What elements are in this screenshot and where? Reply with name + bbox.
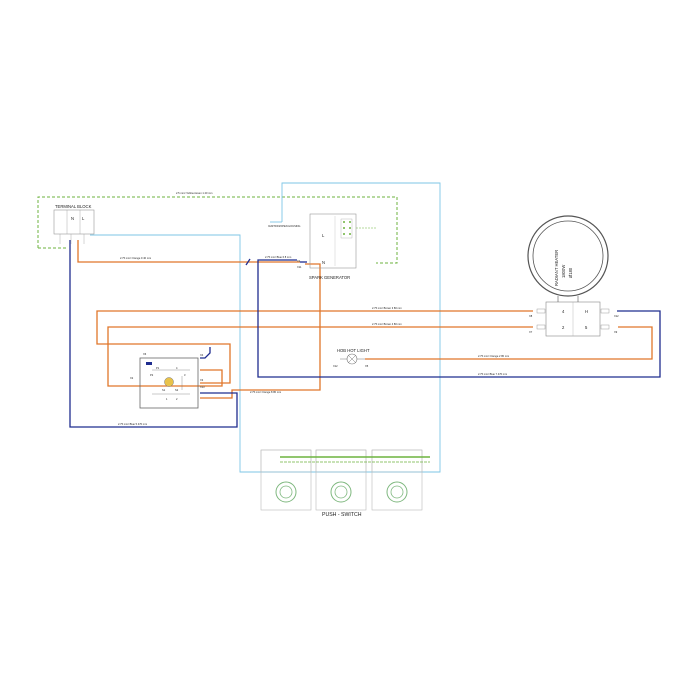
terminal-block-title: TERMINAL BLOCK [55,204,92,209]
spark-generator-title: SPARK GENERATOR [309,275,350,280]
heater-size: Ø180 [568,267,573,278]
label-w9: 2.75 mm² Orange 9 40 mm [120,256,151,260]
radiant-heater [527,215,610,337]
energy-regulator [139,357,199,409]
light-blue-wires [90,182,441,473]
reg-2-label: 2 [176,397,178,401]
push-switch-3[interactable] [371,449,423,511]
label-w3: 2.75 mm² Brown 3 80 mm [372,306,402,310]
reg-1-label: 1 [166,397,168,401]
hob-hot-light-title: HOB HOT LIGHT [337,348,370,353]
spark-n-label: N [322,260,325,265]
reg-p2-label: P2 [150,373,154,377]
heater-power: 1800W [561,265,566,278]
blue-wires [69,240,661,428]
reg-s1-label: S1 [162,388,166,392]
label-w2: 2.75 mm² Orange 2 80 mm [478,354,509,358]
label-w5: 2.75 mm² Blue 5 470 mm [118,422,147,426]
reg-x2-label: X2 [130,376,134,380]
hob-x5-label: X5 [365,364,369,368]
heater-x12: X12 [614,314,619,318]
spark-l-label: L [322,233,325,238]
reg-p1-label: P1 [156,366,160,370]
label-w6: 2.75 mm² Blue 6 8 mm [265,255,291,259]
label-w7: 2.75 mm² Blue 7 470 mm [478,372,507,376]
label-w4: 2.75 mm² Brown 4 80 mm [372,322,402,326]
terminal-n-label: N [71,216,74,221]
label-earth: 2.5 mm² Yellow-Green 1 40 mm [176,191,212,195]
push-switch-group [260,449,430,511]
spark-x11-label: X11 [297,265,302,269]
heater-x8: X8 [529,314,533,318]
push-switch-title: PUSH - SWITCH [322,512,362,518]
terminal-block [53,209,95,244]
spark-generator [309,213,376,269]
push-switch-2[interactable] [315,449,367,511]
reg-x4-label: X4 [200,353,204,357]
reg-x13-label: X13 [200,385,205,389]
spark-x2-label: X2 [297,259,301,263]
label-ignition: IGNITION/OPEN HOUSING [268,224,300,228]
label-w8: 2.75 mm² Orange 8 80 mm [250,390,281,394]
heater-t5: 5 [585,325,588,330]
heater-x9: X9 [614,330,618,334]
push-switch-1[interactable] [260,449,312,511]
orange-wires [77,240,653,399]
reg-3-label: 3 [184,373,186,377]
earth-wires [37,196,398,264]
heater-t4: 4 [562,309,565,314]
reg-x6-label: X6 [143,352,147,356]
reg-x3-label: X3 [200,378,204,382]
heater-title: RADIANT HEATER [554,250,559,286]
reg-s2-label: S2 [175,388,179,392]
hob-x12-label: X12 [333,364,338,368]
heater-x7: X7 [529,330,533,334]
terminal-l-label: L [82,216,85,221]
heater-th: H [585,309,588,314]
heater-t2: 2 [562,325,565,330]
hob-hot-light [340,353,365,365]
reg-4-label: 4 [176,366,178,370]
